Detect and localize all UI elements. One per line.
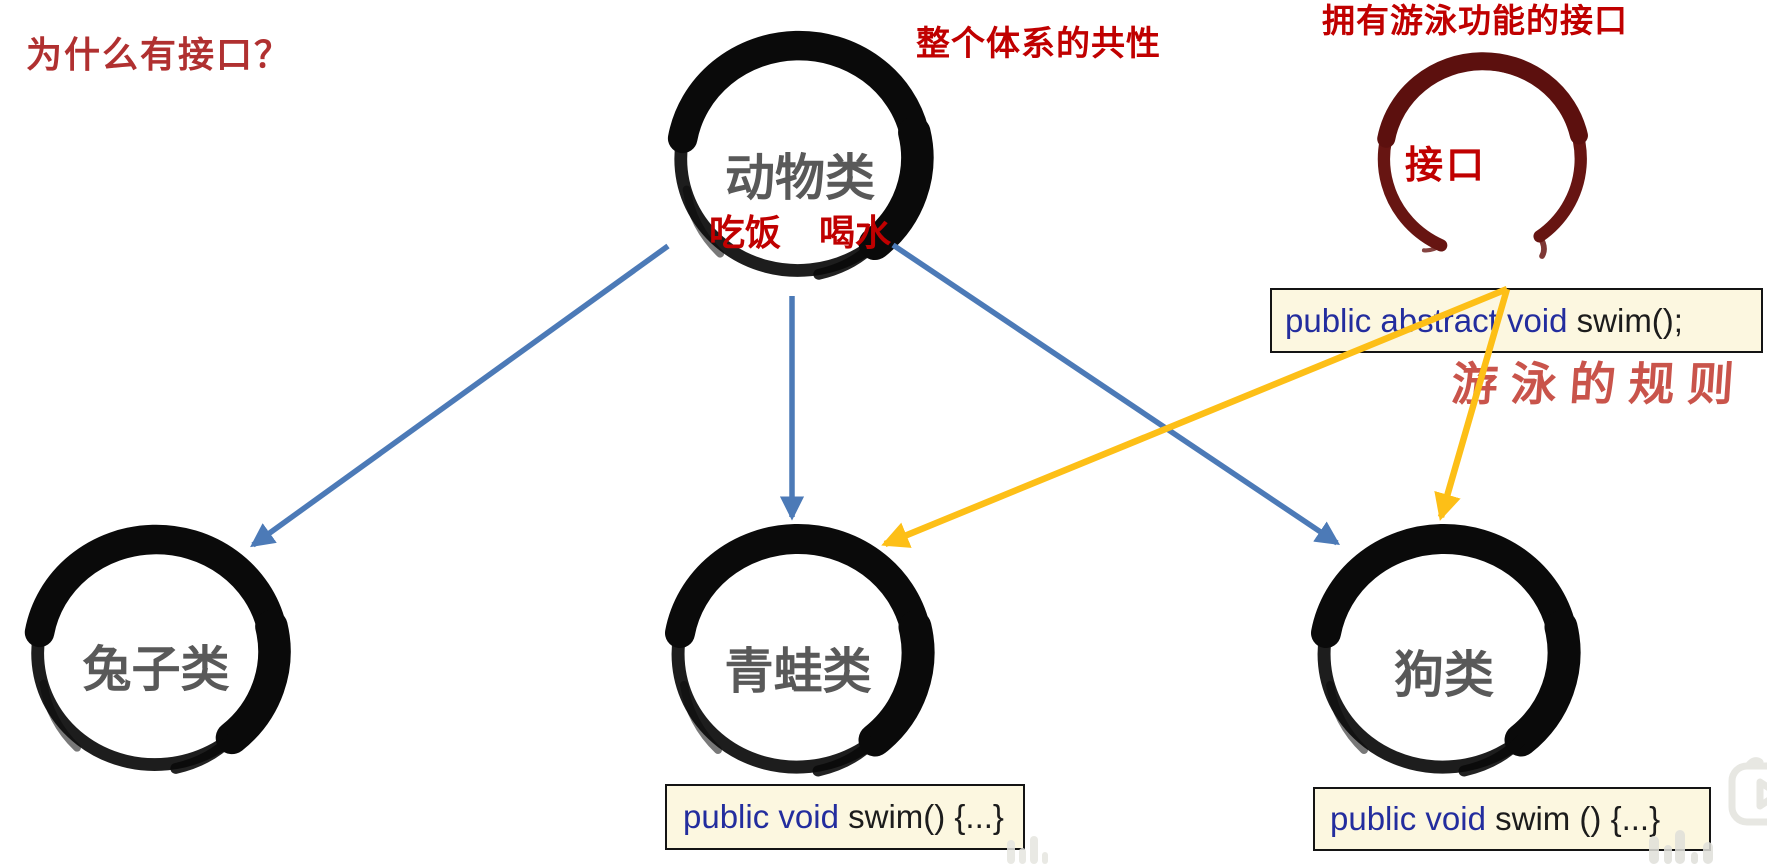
class-label-rabbit: 兔子类	[82, 643, 230, 697]
class-label-frog: 青蛙类	[724, 645, 872, 699]
code-keyword: public void	[1330, 800, 1486, 837]
note-swim-rule: 游泳的规则	[1449, 358, 1749, 410]
code-body: swim () {...}	[1485, 800, 1661, 837]
code-box-interface-rule: public abstract void swim();	[1270, 288, 1763, 353]
inheritance-arrow-animal-to-rabbit	[250, 243, 670, 548]
watermark-tv-play-icon	[1728, 757, 1767, 826]
code-keyword: public abstract void	[1285, 301, 1568, 339]
class-label-animal: 动物类	[725, 150, 875, 206]
code-body: swim() {...}	[838, 798, 1004, 835]
class-label-dog: 狗类	[1394, 647, 1494, 703]
code-box-frog-impl: public void swim() {...}	[665, 784, 1025, 850]
animal-method-eat: 吃饭	[708, 212, 781, 253]
animal-method-drink: 喝水	[819, 212, 892, 253]
note-interface-caption: 拥有游泳功能的接口	[1322, 2, 1628, 39]
class-label-interface: 接口	[1405, 145, 1488, 187]
code-keyword: public void	[683, 798, 839, 835]
animal-methods: 吃饭 喝水	[650, 204, 950, 256]
code-body: swim();	[1567, 301, 1683, 339]
page-title: 为什么有接口？	[26, 34, 293, 75]
note-commonality: 整个体系的共性	[916, 25, 1161, 63]
code-box-dog-impl: public void swim () {...}	[1313, 787, 1711, 851]
